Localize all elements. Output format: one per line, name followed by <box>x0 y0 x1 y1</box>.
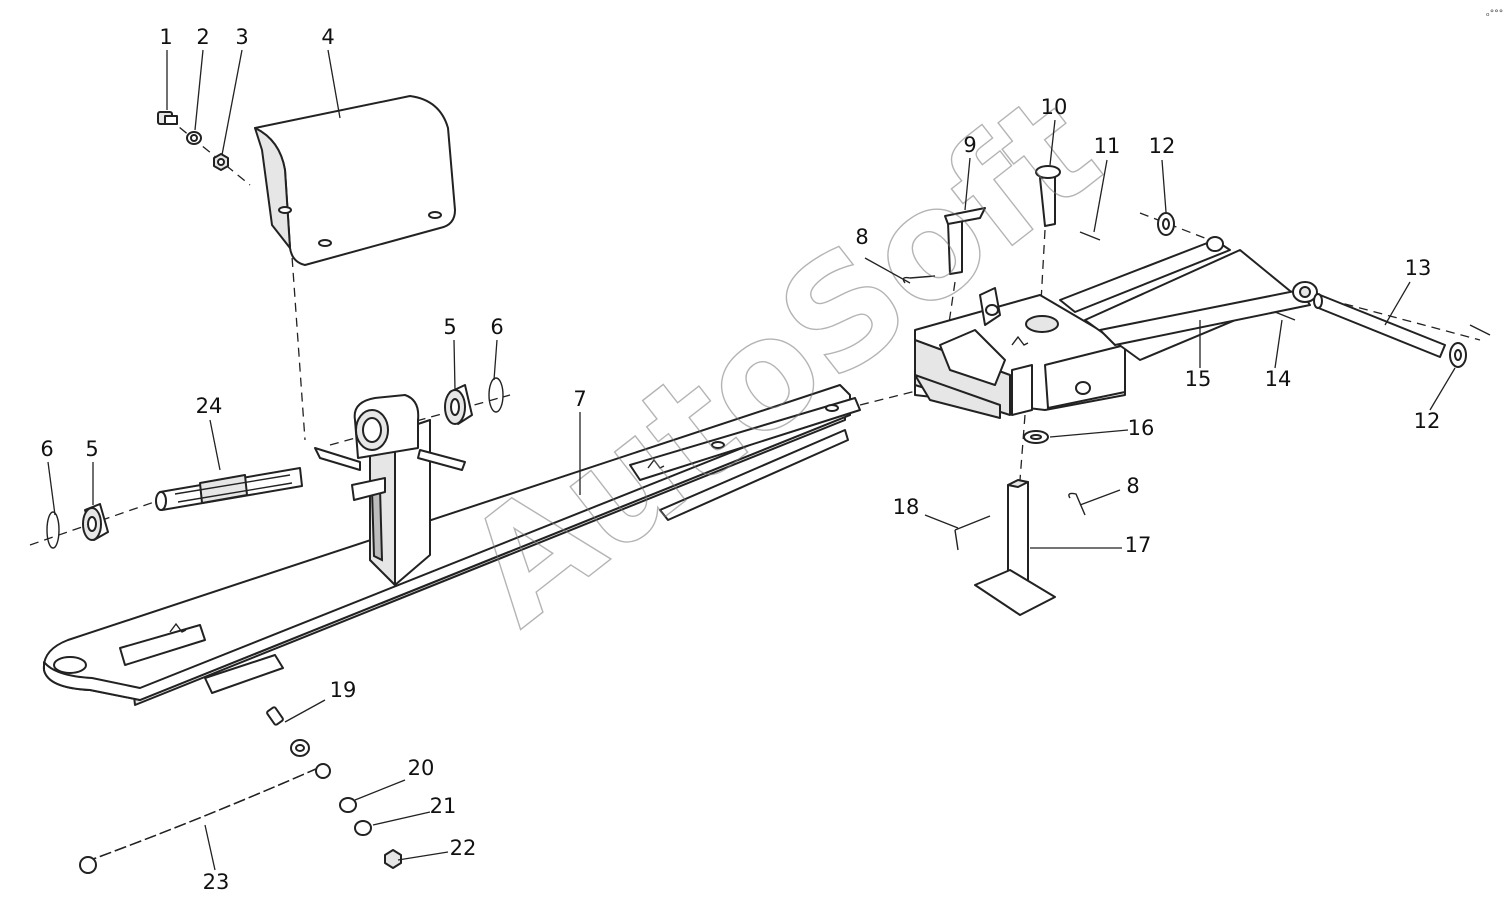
callout-2: 2 <box>196 25 209 49</box>
callout-10: 10 <box>1041 95 1068 119</box>
callout-18: 18 <box>893 495 920 519</box>
callout-8b: 8 <box>1126 474 1139 498</box>
callout-12b: 12 <box>1414 409 1441 433</box>
cover-fasteners <box>157 111 229 171</box>
callout-11: 11 <box>1094 134 1121 158</box>
callout-23: 23 <box>203 870 230 894</box>
safety-chain <box>79 706 402 874</box>
callout-5: 5 <box>443 315 456 339</box>
drawbar-beam <box>42 384 861 706</box>
callout-5b: 5 <box>85 437 98 461</box>
pins-and-clips <box>902 165 1491 516</box>
callout-16: 16 <box>1128 416 1155 440</box>
callout-1: 1 <box>159 25 172 49</box>
callout-14: 14 <box>1265 367 1292 391</box>
callout-7: 7 <box>573 387 586 411</box>
callout-8: 8 <box>855 225 868 249</box>
callout-15: 15 <box>1185 367 1212 391</box>
bearing-support <box>314 394 466 586</box>
callout-20: 20 <box>408 756 435 780</box>
callout-3: 3 <box>235 25 248 49</box>
callout-6: 6 <box>490 315 503 339</box>
callout-labels: 1 2 3 4 5 5 6 6 7 8 8 9 10 11 12 12 13 1… <box>40 25 1440 894</box>
callout-12: 12 <box>1149 134 1176 158</box>
callout-21: 21 <box>430 794 457 818</box>
cover-plate <box>254 95 456 266</box>
callout-6b: 6 <box>40 437 53 461</box>
callout-4: 4 <box>321 25 334 49</box>
splined-shaft <box>155 467 303 511</box>
long-pin <box>1313 293 1446 358</box>
callout-24: 24 <box>196 394 223 418</box>
callout-13: 13 <box>1405 256 1432 280</box>
washers <box>1023 212 1467 444</box>
bearings-and-circlips <box>46 377 504 549</box>
coupling-head <box>914 287 1126 419</box>
callout-19: 19 <box>330 678 357 702</box>
callout-17: 17 <box>1125 533 1152 557</box>
callout-9: 9 <box>963 133 976 157</box>
support-stand <box>954 479 1056 616</box>
parallel-arms <box>1059 236 1318 361</box>
callout-22: 22 <box>450 836 477 860</box>
leader-lines <box>47 49 1456 871</box>
corner-mark: ₒ°°° <box>1486 9 1503 19</box>
